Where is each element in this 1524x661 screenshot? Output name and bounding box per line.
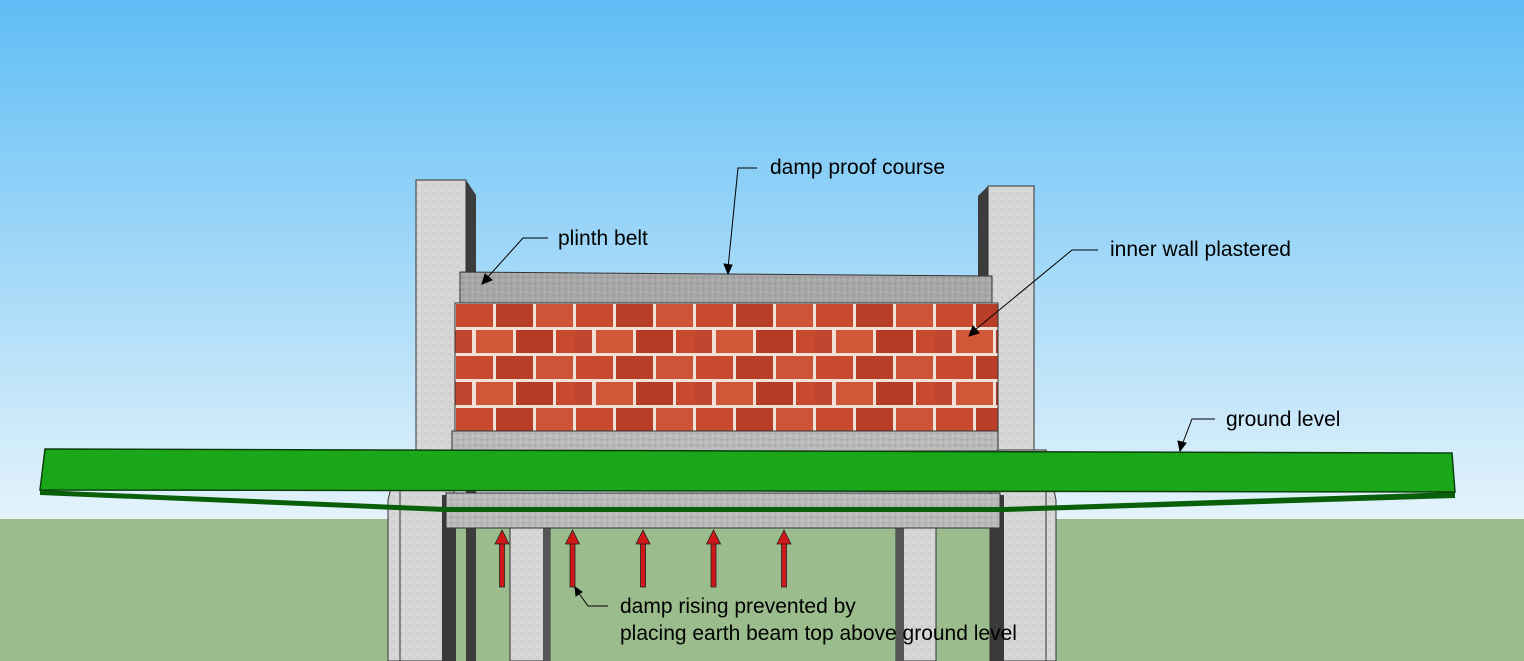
leader-line-ground-level <box>1181 418 1215 446</box>
label-damp-proof-course: damp proof course <box>770 156 946 179</box>
rising-damp-arrow <box>494 529 510 588</box>
arrowhead-ground-level <box>1177 440 1187 453</box>
rising-damp-arrow <box>776 529 792 588</box>
brick-wall <box>454 302 999 432</box>
rising-damp-arrow <box>705 529 722 588</box>
rising-damp-arrow <box>635 529 651 588</box>
leader-line-plinth-belt <box>486 237 548 279</box>
leader-line-damp-proof-course <box>727 167 757 269</box>
earth-beam-upper <box>451 430 999 452</box>
plinth-belt <box>459 271 993 307</box>
label-inner-wall-plastered: inner wall plastered <box>1110 238 1291 261</box>
label-damp-rising-line2: placing earth beam top above ground leve… <box>620 622 1017 645</box>
arrowhead-damp-rising <box>574 585 583 597</box>
leader-line-damp-rising <box>577 591 608 607</box>
label-damp-rising-line1: damp rising prevented by <box>620 595 856 618</box>
grass <box>0 519 1524 661</box>
label-plinth-belt: plinth belt <box>558 227 648 250</box>
arrowhead-damp-proof-course <box>723 263 733 276</box>
arrowhead-inner-wall <box>968 325 980 337</box>
arrowhead-plinth-belt <box>481 273 493 285</box>
ground-level-slab <box>39 448 1456 512</box>
leader-line-inner-wall <box>974 249 1098 331</box>
rising-damp-arrows <box>494 529 792 588</box>
inner-column-left <box>509 524 551 661</box>
rising-damp-arrow <box>564 529 581 588</box>
label-ground-level: ground level <box>1226 408 1341 431</box>
